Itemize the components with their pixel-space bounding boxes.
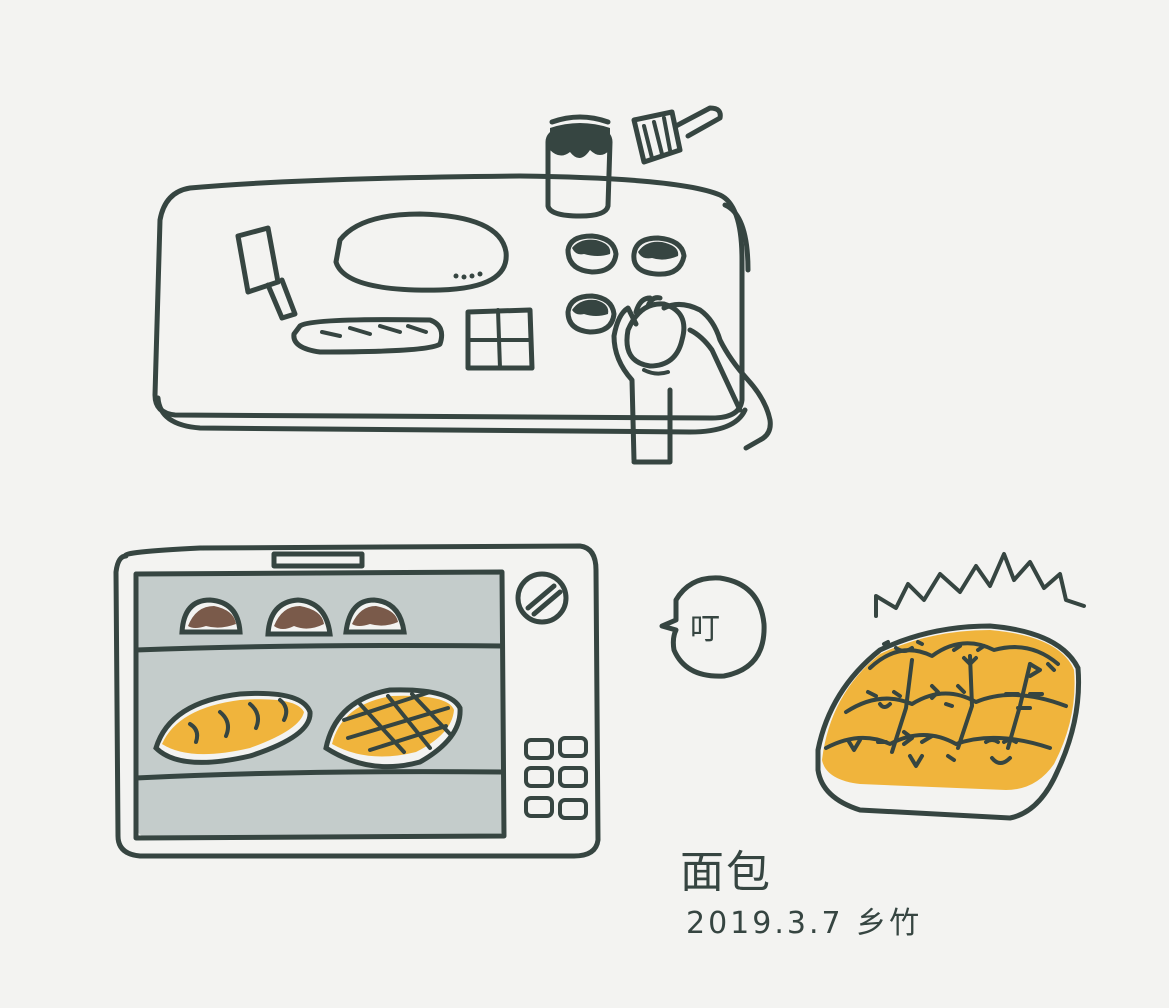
oven-knob-icon [515,571,569,625]
oven-melon-bun [323,687,463,770]
cut-dough-square [465,307,535,371]
jar-icon [545,114,613,219]
hands-shaping-dough [611,295,773,465]
caption-date-signature: 2019.3.7 乡竹 [686,906,923,941]
oven-baguette [153,690,313,765]
choc-bun-3 [565,293,617,335]
choc-bun-2 [631,235,687,277]
dough [333,211,509,293]
speech-bubble [659,575,767,679]
oven-bun-2 [265,597,333,637]
bun-tray [815,623,1082,821]
oven-buttons [524,736,588,820]
excitement-lines [874,552,1086,618]
speech-bubble-text: 叮 [690,612,720,647]
happy-bun-faces [824,640,1068,768]
baguette-dough [291,317,445,355]
knife-icon [235,225,298,321]
oven [113,543,601,859]
kneading-table [152,173,751,435]
oven-bun-1 [179,597,243,635]
oven-bun-3 [343,597,407,635]
choc-bun-1 [565,233,619,275]
caption-title: 面包 [680,847,772,898]
brush-icon [631,105,723,165]
